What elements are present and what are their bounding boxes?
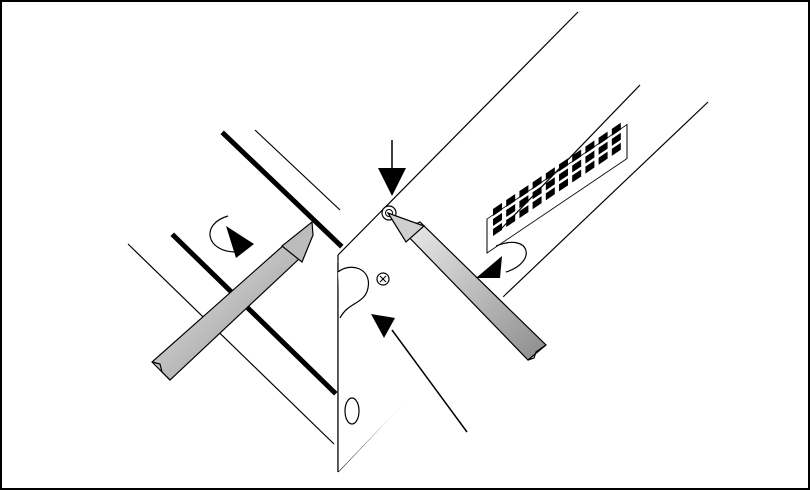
- screw-hole-icon: [377, 273, 389, 285]
- bracket-slot: [345, 398, 359, 424]
